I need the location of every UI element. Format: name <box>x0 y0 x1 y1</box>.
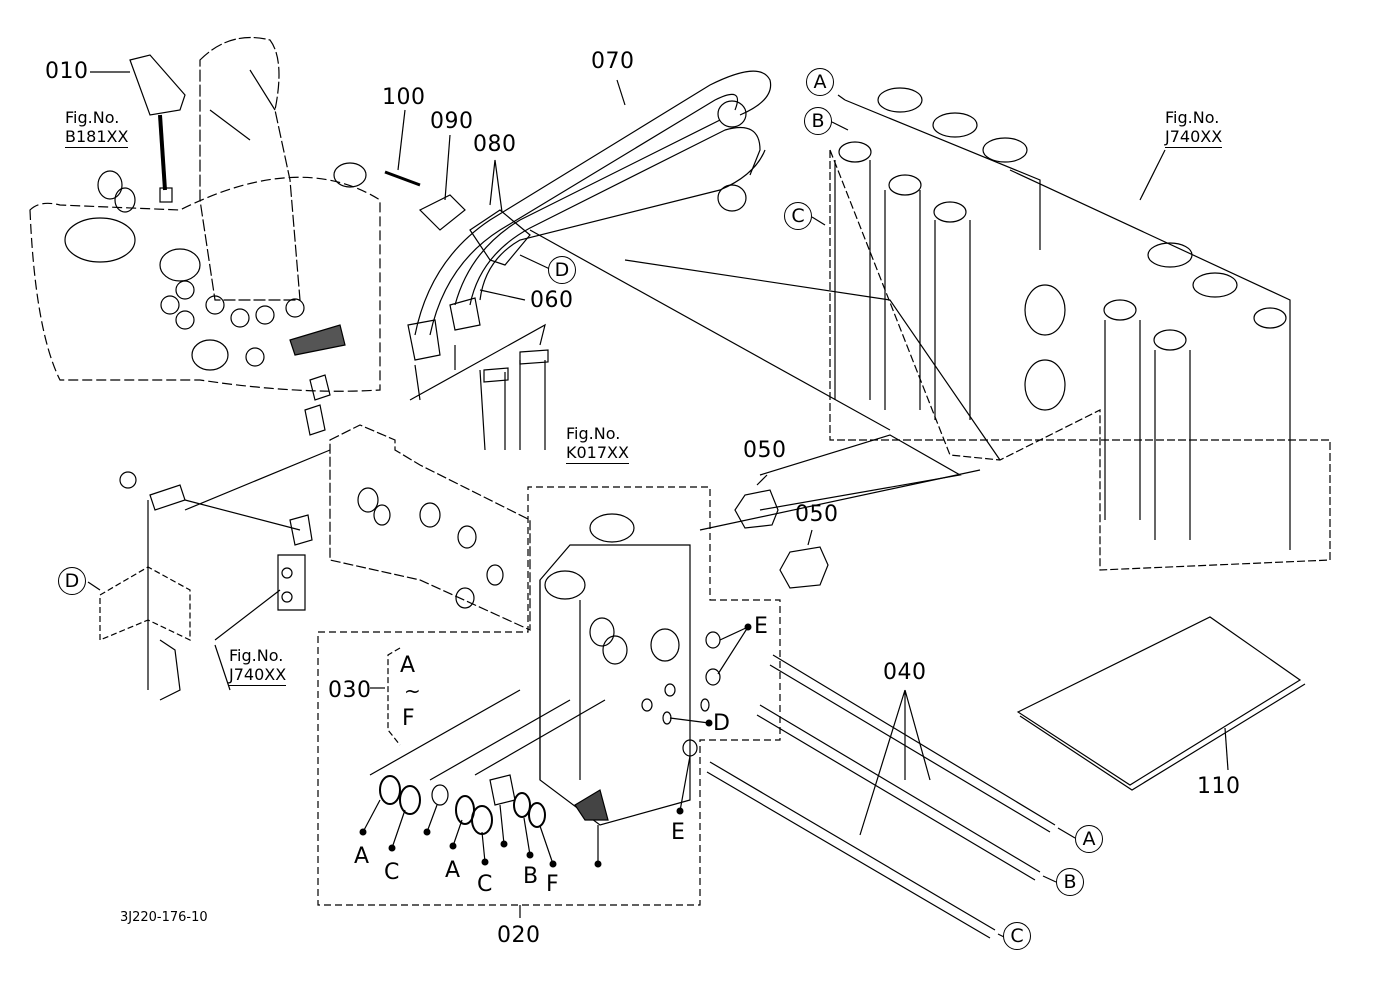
figure-ref-label: Fig.No. <box>1165 108 1220 127</box>
operator-manual-illustration <box>1016 616 1306 791</box>
seal-letter-a2: A <box>445 858 461 883</box>
figure-ref-label: Fig.No. <box>566 424 621 443</box>
part-label-030[interactable]: 030 <box>328 678 372 703</box>
seal-letter-c1: C <box>384 860 400 885</box>
hydraulic-pipes-illustration <box>90 70 772 451</box>
seal-rings-illustration <box>369 631 721 835</box>
figure-ref-j740-left[interactable]: Fig.No. J740XX <box>229 646 287 686</box>
figure-ref-code: K017XX <box>566 443 629 464</box>
figure-ref-code: J740XX <box>229 665 287 686</box>
circle-ref-c-rod: C <box>1003 922 1031 950</box>
control-console-illustration <box>29 36 381 392</box>
mounting-bracket-illustration <box>87 449 331 701</box>
circle-ref-b-top: B <box>804 107 832 135</box>
diagram-code: 3J220-176-10 <box>120 910 208 925</box>
kit-030-bracket <box>387 647 401 746</box>
seal-letter-c2: C <box>477 872 493 897</box>
part-label-090[interactable]: 090 <box>430 109 474 134</box>
seal-letter-b: B <box>523 864 539 889</box>
figure-ref-b181[interactable]: Fig.No. B181XX <box>65 108 129 148</box>
circle-ref-a-top: A <box>806 68 834 96</box>
figure-ref-k017[interactable]: Fig.No. K017XX <box>566 424 629 464</box>
part-label-100[interactable]: 100 <box>382 85 426 110</box>
figure-ref-code: B181XX <box>65 127 129 148</box>
circle-ref-d-pipe: D <box>548 256 576 284</box>
circle-ref-d-bracket: D <box>58 567 86 595</box>
part-label-040[interactable]: 040 <box>883 660 927 685</box>
figure-ref-code: J740XX <box>1165 127 1223 148</box>
tie-rods-illustration <box>706 654 1076 939</box>
kit-030-separator: ~ <box>404 679 422 703</box>
seal-letter-e-top: E <box>754 614 769 639</box>
circle-ref-c-top: C <box>784 202 812 230</box>
seal-letter-d-side: D <box>713 711 731 736</box>
valve-block-illustration <box>289 229 1001 826</box>
part-label-060[interactable]: 060 <box>530 288 574 313</box>
part-label-070[interactable]: 070 <box>591 49 635 74</box>
kit-020-boundary <box>317 486 781 906</box>
part-label-050-upper[interactable]: 050 <box>743 438 787 463</box>
part-label-020[interactable]: 020 <box>497 923 541 948</box>
figure-ref-label: Fig.No. <box>229 646 284 665</box>
part-label-010[interactable]: 010 <box>45 59 89 84</box>
seal-letter-f: F <box>546 872 560 897</box>
seal-letter-a1: A <box>354 844 370 869</box>
circle-ref-a-rod: A <box>1075 825 1103 853</box>
figure-ref-label: Fig.No. <box>65 108 120 127</box>
kit-030-from: A <box>400 653 416 678</box>
figure-ref-j740-top[interactable]: Fig.No. J740XX <box>1165 108 1223 148</box>
part-label-110[interactable]: 110 <box>1197 774 1241 799</box>
kit-030-to: F <box>402 706 416 731</box>
part-label-050-lower[interactable]: 050 <box>795 502 839 527</box>
circle-ref-b-rod: B <box>1056 868 1084 896</box>
seal-letter-e-bottom: E <box>671 820 686 845</box>
part-label-080[interactable]: 080 <box>473 132 517 157</box>
control-valve-illustration <box>811 87 1331 571</box>
